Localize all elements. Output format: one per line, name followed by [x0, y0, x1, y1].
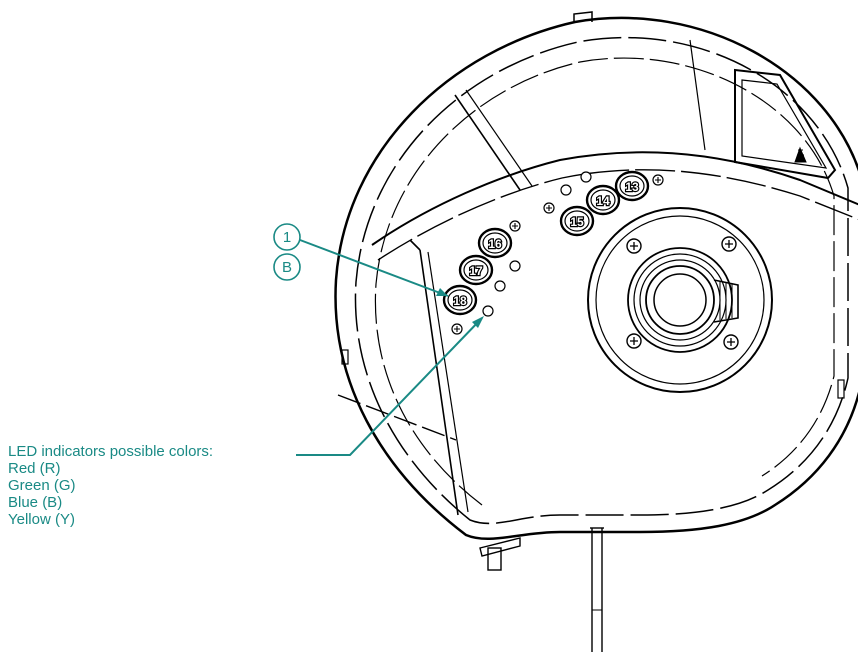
button-15: 15 [559, 205, 595, 237]
button-14-label: 14 [596, 194, 610, 208]
legend-color-red: Red (R) [8, 460, 61, 477]
legend-color-green: Green (G) [8, 477, 76, 494]
callout-letter: B [273, 253, 301, 281]
callout-number-label: 1 [283, 229, 291, 246]
legend-color-yellow: Yellow (Y) [8, 511, 75, 528]
legend-title: LED indicators possible colors: [8, 443, 214, 460]
button-16: 16 [477, 227, 513, 259]
button-16-label: 16 [488, 237, 502, 251]
callout-leader-1 [299, 239, 449, 297]
bottom-connector [479, 537, 521, 571]
button-14: 14 [585, 184, 621, 216]
button-13-label: 13 [625, 180, 639, 194]
lens-assembly [587, 207, 773, 393]
cable [590, 527, 604, 652]
button-13: 13 [614, 170, 650, 202]
callout-number: 1 [273, 223, 301, 251]
button-17-label: 17 [469, 264, 483, 278]
button-18: 18 [442, 284, 478, 316]
led-legend: LED indicators possible colors: Red (R) … [8, 443, 213, 528]
button-18-label: 18 [453, 294, 467, 308]
screw-icons [451, 174, 739, 350]
display-window [734, 68, 837, 180]
housing-outline [334, 16, 858, 541]
legend-color-blue: Blue (B) [8, 494, 63, 511]
button-15-label: 15 [570, 215, 584, 229]
led-callout-leader [296, 317, 483, 456]
led-indicators [482, 171, 592, 317]
housing-inner-outline [354, 36, 849, 525]
button-17: 17 [458, 254, 494, 286]
callout-letter-label: B [282, 259, 292, 276]
